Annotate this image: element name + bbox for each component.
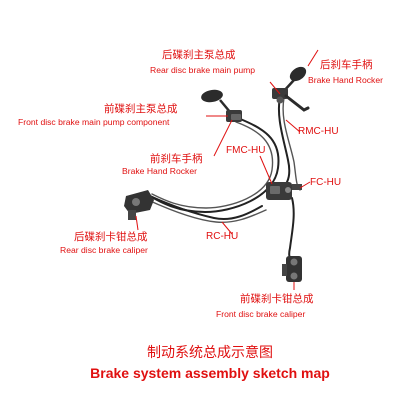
hydraulic-unit-cap: [270, 186, 280, 194]
hydraulic-unit-part: [266, 182, 302, 200]
front-hose-inner: [151, 121, 274, 209]
label-front-caliper-en: Front disc brake caliper: [216, 309, 306, 319]
brake-hoses: [147, 95, 301, 267]
leader-rc-hu: [221, 221, 233, 235]
label-fc-hu: FC-HU: [310, 177, 342, 188]
rear-hose: [277, 95, 291, 191]
rear-hose-2: [282, 97, 301, 191]
label-front-hand-rocker-zh: 前刹车手柄: [150, 153, 203, 165]
rear-caliper-hose-2: [147, 199, 267, 224]
rear-caliper-bolt: [132, 198, 140, 206]
front-caliper-body: [286, 256, 302, 282]
leader-rear-main-pump: [269, 81, 281, 95]
leader-rmc-hu: [285, 119, 301, 133]
rear-pivot: [276, 96, 284, 104]
leader-front-hand-rocker: [213, 119, 233, 157]
label-rmc-hu: RMC-HU: [298, 126, 339, 137]
label-fmc-hu: FMC-HU: [226, 145, 266, 156]
rear-lever: [284, 94, 310, 112]
front-caliper-bolt-top: [290, 258, 298, 266]
rear-caliper-bracket: [128, 210, 136, 220]
front-caliper-part: [282, 256, 302, 282]
leader-rear-caliper: [135, 215, 139, 231]
rear-hand-rocker-part: [272, 66, 310, 112]
label-rear-caliper-en: Rear disc brake caliper: [60, 245, 148, 255]
to-front-caliper-hose: [288, 197, 295, 267]
front-reservoir: [231, 114, 241, 120]
caption-zh: 制动系统总成示意图: [147, 345, 273, 361]
hydraulic-unit-port: [285, 187, 291, 193]
leader-fc-hu: [299, 181, 311, 189]
leader-rear-hand-rocker: [307, 49, 319, 67]
front-hose: [149, 117, 280, 214]
leader-fmc-hu: [259, 155, 273, 185]
caption-en: Brake system assembly sketch map: [90, 365, 330, 381]
front-mirror: [201, 89, 223, 103]
label-rear-caliper-zh: 后碟刹卡钳总成: [74, 231, 148, 243]
front-caliper-bolt-bottom: [290, 272, 298, 280]
label-rear-main-pump-en: Rear disc brake main pump: [150, 65, 256, 75]
label-front-main-pump-en: Front disc brake main pump component: [18, 117, 170, 127]
leader-lines: [135, 49, 319, 290]
label-front-hand-rocker-en: Brake Hand Rocker: [122, 166, 197, 176]
label-rear-hand-rocker-zh: 后刹车手柄: [320, 59, 373, 71]
rear-caliper-hose: [149, 195, 263, 220]
label-front-caliper-zh: 前碟刹卡钳总成: [240, 293, 314, 305]
front-hand-rocker-part: [201, 89, 242, 122]
label-rear-hand-rocker-en: Brake Hand Rocker: [308, 75, 383, 85]
rear-mirror: [289, 66, 307, 82]
label-front-main-pump-zh: 前碟刹主泵总成: [104, 103, 178, 115]
hydraulic-unit-bracket: [292, 184, 302, 190]
label-rear-main-pump-zh: 后碟刹主泵总成: [162, 49, 236, 61]
front-caliper-mount: [282, 264, 287, 276]
rear-caliper-part: [124, 190, 154, 220]
label-rc-hu: RC-HU: [206, 231, 239, 242]
